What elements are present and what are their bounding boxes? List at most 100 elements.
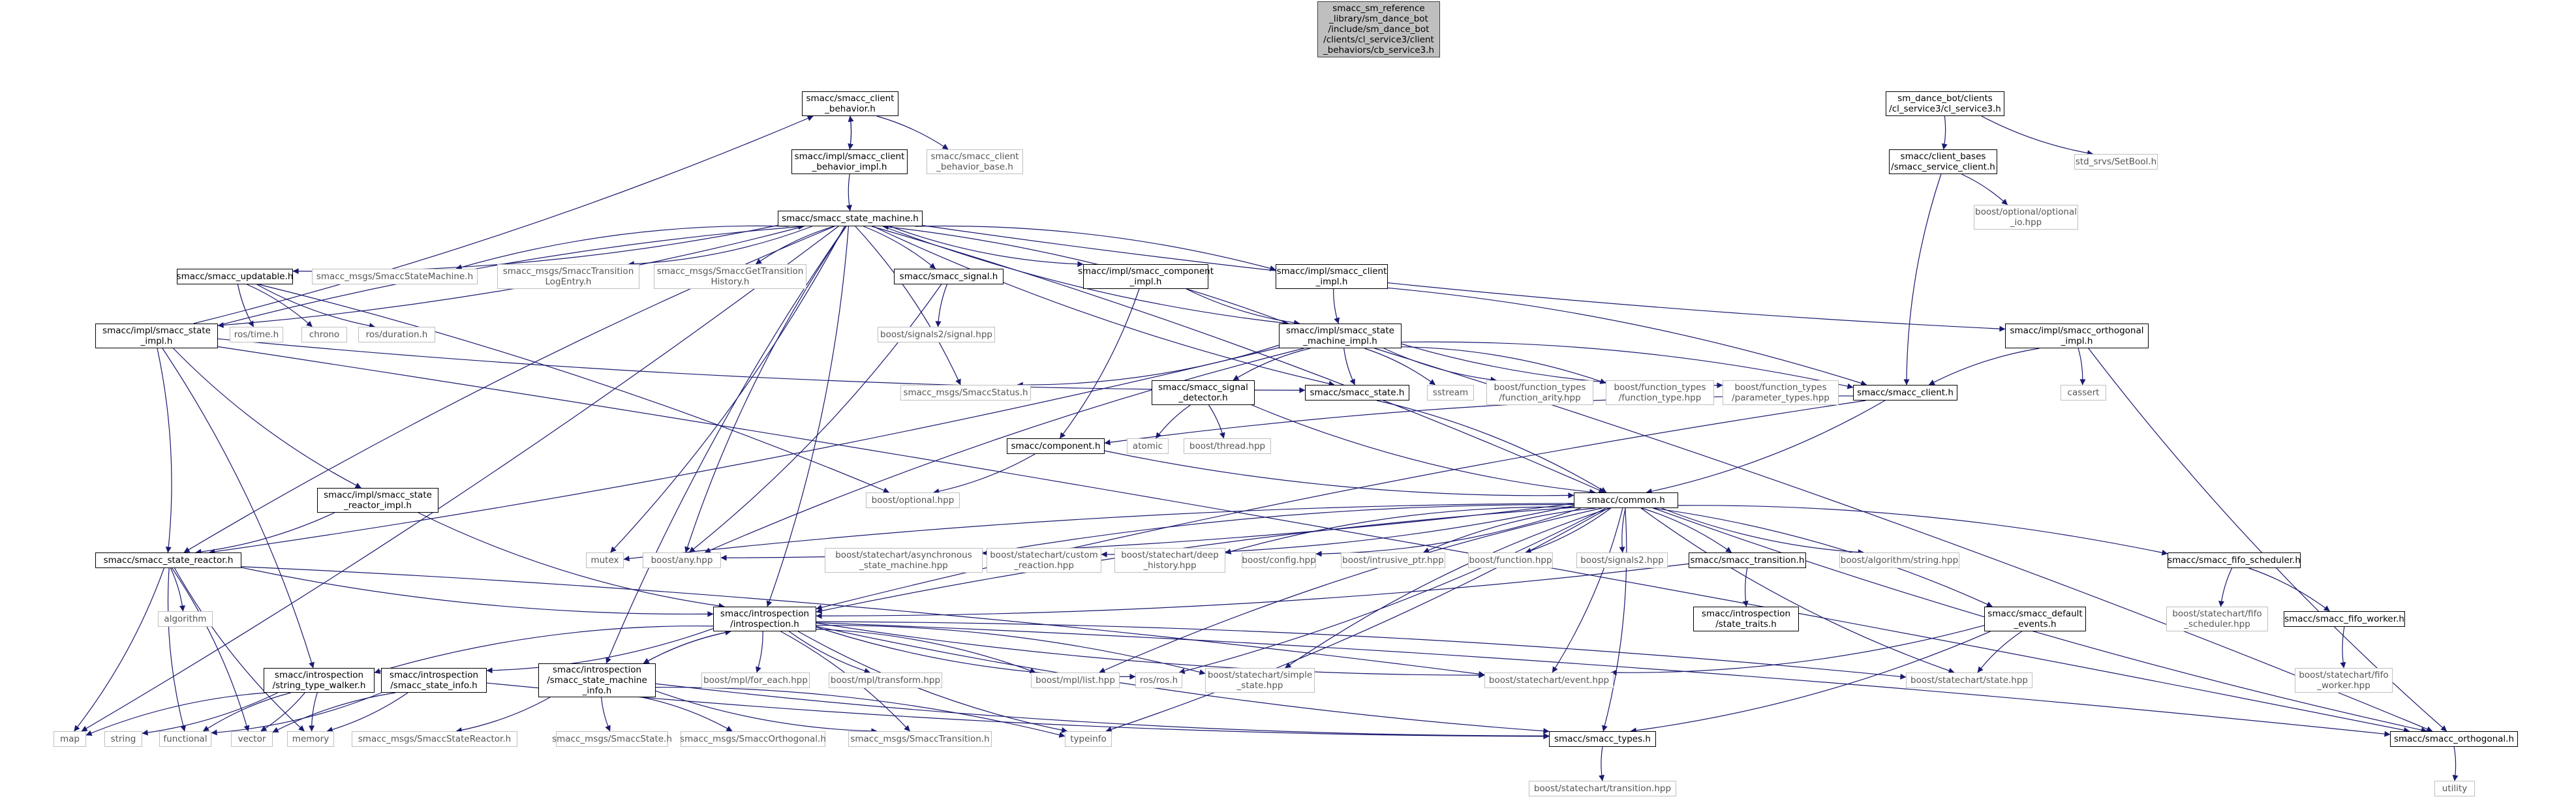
node-config: boost/config.hpp — [1242, 552, 1316, 568]
node-fifo-scheduler[interactable]: smacc/smacc_fifo_scheduler.h — [2168, 552, 2301, 568]
node-service-client[interactable]: smacc/client_bases /smacc_service_client… — [1889, 149, 1997, 174]
edge-sm-info-to-msg-orthogonal — [641, 697, 733, 732]
node-introspection[interactable]: smacc/introspection /introspection.h — [713, 607, 816, 631]
node-ft-params: boost/function_types /parameter_types.hp… — [1723, 380, 1839, 405]
edge-state-impl-to-client-behavior — [193, 115, 814, 324]
edge-state-impl-to-state-reactor-impl — [173, 348, 361, 489]
edge-state-machine-impl-to-ft-arity — [1383, 348, 1497, 383]
node-state-machine[interactable]: smacc/smacc_state_machine.h — [778, 211, 923, 226]
edge-state-machine-impl-to-sstream — [1364, 348, 1436, 385]
edge-common-to-algo-string — [1661, 507, 1864, 555]
edge-client-behavior-impl-to-client-behavior — [848, 115, 854, 150]
edge-state-machine-to-msg-state-machine — [455, 225, 789, 270]
edge-sm-info-to-msg-state — [601, 697, 611, 732]
node-transition[interactable]: smacc/smacc_transition.h — [1689, 552, 1806, 568]
node-ft-arity: boost/function_types /function_arity.hpp — [1486, 380, 1593, 405]
node-component-impl[interactable]: smacc/impl/smacc_component _impl.h — [1078, 264, 1214, 289]
edge-common-to-sc-event — [1552, 507, 1623, 673]
node-component[interactable]: smacc/component.h — [1007, 438, 1105, 454]
edge-updatable-to-boost-optional — [258, 284, 890, 493]
node-state-reactor-impl[interactable]: smacc/impl/smacc_state _reactor_impl.h — [317, 488, 438, 513]
node-sc-deep: boost/statechart/deep _history.hpp — [1114, 548, 1225, 573]
edge-common-to-sc-state — [1640, 507, 1955, 674]
edge-sm-info-to-msg-transition — [655, 690, 878, 734]
edge-state-machine-impl-to-state-reactor — [209, 347, 1280, 555]
node-sc-transition: boost/statechart/transition.hpp — [1529, 781, 1676, 796]
edge-string-type-walker-to-functional — [202, 692, 291, 732]
node-fifo-worker[interactable]: smacc/smacc_fifo_worker.h — [2284, 611, 2405, 627]
node-updatable[interactable]: smacc/smacc_updatable.h — [177, 269, 293, 284]
node-msg-state-reactor: smacc_msgs/SmaccStateReactor.h — [352, 731, 517, 747]
edge-signal-to-signals2 — [935, 284, 947, 327]
edge-common-to-config — [1315, 507, 1581, 557]
edge-cl-service3-to-service-client — [1941, 115, 1948, 150]
node-client-impl[interactable]: smacc/impl/smacc_client _impl.h — [1276, 264, 1388, 289]
edge-state-machine-to-msg-status — [855, 226, 961, 385]
node-signals2: boost/signals2/signal.hpp — [878, 327, 995, 342]
edge-cl-service3-to-setbool — [1981, 115, 2094, 156]
node-cl-service3[interactable]: sm_dance_bot/clients /cl_service3/cl_ser… — [1886, 91, 2004, 116]
node-sc-async: boost/statechart/asynchronous _state_mac… — [825, 548, 983, 573]
node-signal-detector[interactable]: smacc/smacc_signal _detector.h — [1152, 380, 1255, 405]
node-thread: boost/thread.hpp — [1184, 438, 1271, 454]
node-client-behavior[interactable]: smacc/smacc_client _behavior.h — [802, 91, 898, 116]
edge-fifo-worker-to-sc-fifo-worker — [2340, 626, 2346, 669]
node-default-events[interactable]: smacc/smacc_default _events.h — [1984, 607, 2086, 631]
edge-client-impl-to-smacc-client — [1387, 287, 1867, 386]
node-state-reactor[interactable]: smacc/smacc_state_reactor.h — [95, 552, 241, 568]
node-orthogonal-impl[interactable]: smacc/impl/smacc_orthogonal _impl.h — [2005, 324, 2149, 348]
node-smacc-client[interactable]: smacc/smacc_client.h — [1853, 385, 1957, 400]
root-node: smacc_sm_reference _library/sm_dance_bot… — [1317, 1, 1440, 57]
node-ros-time: ros/time.h — [230, 327, 283, 342]
edge-state-reactor-to-vector — [172, 567, 250, 732]
node-smacc-orthogonal[interactable]: smacc/smacc_orthogonal.h — [2390, 731, 2518, 747]
edge-sm-info-to-typeinfo — [655, 687, 1066, 738]
edge-state-machine-impl-to-signal-detector — [1233, 348, 1311, 381]
edge-smacc-client-to-common — [1646, 400, 1886, 494]
node-intrusive: boost/intrusive_ptr.hpp — [1341, 552, 1445, 568]
edge-common-to-function — [1525, 507, 1612, 554]
edge-state-machine-to-component-impl — [889, 226, 1084, 267]
node-memory: memory — [287, 731, 334, 747]
edge-common-to-fifo-scheduler — [1678, 505, 2168, 556]
edge-common-to-typeinfo — [1105, 507, 1609, 733]
node-sm-info[interactable]: smacc/introspection /smacc_state_machine… — [538, 663, 656, 697]
edge-signal-detector-to-atomic — [1155, 404, 1191, 439]
edge-state-machine-impl-to-msg-status — [1017, 344, 1280, 388]
node-smacc-types[interactable]: smacc/smacc_types.h — [1549, 731, 1656, 747]
edge-state-reactor-to-algorithm — [170, 567, 185, 612]
node-msg-transition: smacc_msgs/SmaccTransition.h — [848, 731, 992, 747]
node-mpl-for-each: boost/mpl/for_each.hpp — [701, 673, 810, 688]
edge-smacc-orthogonal-to-utility — [2452, 746, 2459, 781]
edge-smacc-client-to-introspection — [816, 400, 1866, 611]
edge-state-info-to-functional — [211, 692, 382, 736]
node-sc-event: boost/statechart/event.hpp — [1484, 673, 1614, 688]
node-state-info[interactable]: smacc/introspection /smacc_state_info.h — [381, 668, 487, 693]
node-state-machine-impl[interactable]: smacc/impl/smacc_state _machine_impl.h — [1279, 324, 1402, 348]
node-optional-io: boost/optional/optional _io.hpp — [1974, 205, 2078, 230]
edge-common-to-smacc-types — [1601, 507, 1627, 732]
edge-string-type-walker-to-memory — [309, 692, 318, 732]
node-state-traits[interactable]: smacc/introspection /state_traits.h — [1693, 607, 1799, 631]
edge-updatable-to-ros-time — [237, 284, 254, 327]
node-state-impl[interactable]: smacc/impl/smacc_state _impl.h — [95, 324, 218, 348]
node-client-behavior-base: smacc/smacc_client _behavior_base.h — [927, 149, 1023, 174]
edge-state-machine-to-client-impl — [915, 225, 1276, 271]
edge-client-behavior-to-client-behavior-base — [876, 115, 949, 150]
edge-state-machine-to-sm-info — [606, 226, 846, 664]
node-smacc-state[interactable]: smacc/smacc_state.h — [1305, 385, 1409, 400]
node-function: boost/function.hpp — [1468, 552, 1553, 568]
edge-signal-to-boost-any — [688, 284, 942, 553]
node-common[interactable]: smacc/common.h — [1574, 492, 1678, 508]
node-string-type-walker[interactable]: smacc/introspection /string_type_walker.… — [264, 668, 375, 693]
edge-introspection-to-mpl-for-each — [756, 631, 763, 673]
node-msg-state: smacc_msgs/SmaccState.h — [552, 731, 672, 747]
node-signal[interactable]: smacc/smacc_signal.h — [894, 269, 1004, 284]
edge-client-behavior-to-client-behavior-impl — [848, 115, 854, 150]
edge-state-impl-to-state-reactor — [157, 348, 172, 553]
node-client-behavior-impl[interactable]: smacc/impl/smacc_client _behavior_impl.h — [791, 149, 908, 174]
edge-common-to-sc-custom — [1101, 505, 1574, 558]
edge-component-impl-to-component — [1059, 288, 1140, 439]
node-algorithm: algorithm — [158, 611, 213, 627]
